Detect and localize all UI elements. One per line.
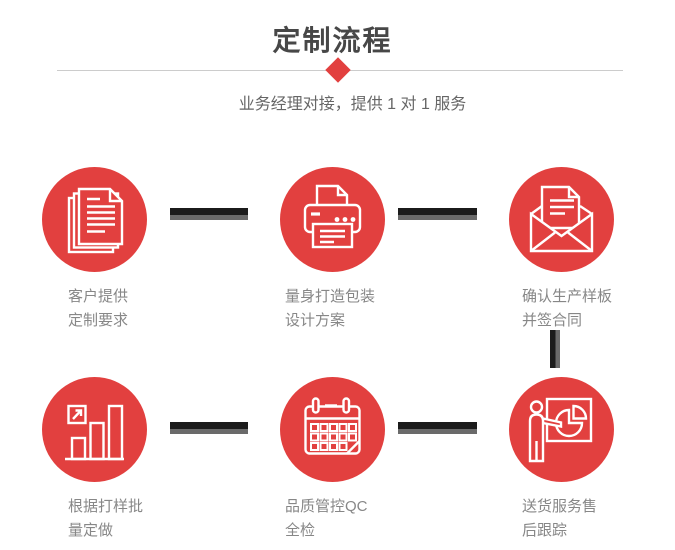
envelope-letter-icon [529,185,594,253]
step-label-6-line2: 后跟踪 [522,522,568,539]
connector-step5-step6 [398,422,477,434]
bar-chart-icon [65,404,124,461]
step-label-1-line1: 客户提供 [68,288,129,305]
step-label-3: 确认生产样板 并签合同 [522,285,612,333]
step-label-5: 品质管控QC 全检 [285,495,368,543]
step-label-1: 客户提供 定制要求 [68,285,128,333]
presentation-icon [528,397,593,463]
step-circle-5 [280,377,385,482]
step-circle-1 [42,167,147,272]
step-label-5-line2: 全检 [285,522,316,539]
step-label-4-line2: 量定做 [68,522,114,539]
step-label-1-line2: 定制要求 [68,312,129,329]
step-label-4: 根据打样批 量定做 [68,495,143,543]
step-circle-4 [42,377,147,482]
subtitle: 业务经理对接，提供 1 对 1 服务 [238,96,467,113]
printer-icon [303,184,362,249]
connector-step1-step2 [170,208,248,220]
step-label-3-line2: 并签合同 [522,312,583,329]
step-label-5-line1: 品质管控QC [285,498,368,515]
step-label-6-line1: 送货服务售 [522,498,598,515]
connector-step4-step5 [170,422,248,434]
calendar-icon [304,397,361,455]
step-label-2: 量身打造包装 设计方案 [285,285,375,333]
diamond-marker-icon [325,57,351,83]
connector-step3-step6 [550,330,560,368]
step-label-6: 送货服务售 后跟踪 [522,495,597,543]
step-circle-3 [509,167,614,272]
step-circle-2 [280,167,385,272]
step-label-2-line2: 设计方案 [285,312,346,329]
step-label-4-line1: 根据打样批 [68,498,144,515]
step-circle-6 [509,377,614,482]
connector-step2-step3 [398,208,477,220]
step-label-3-line1: 确认生产样板 [522,288,613,305]
page-title: 定制流程 [272,25,393,56]
step-label-2-line1: 量身打造包装 [285,288,376,305]
stacked-documents-icon [67,187,124,254]
